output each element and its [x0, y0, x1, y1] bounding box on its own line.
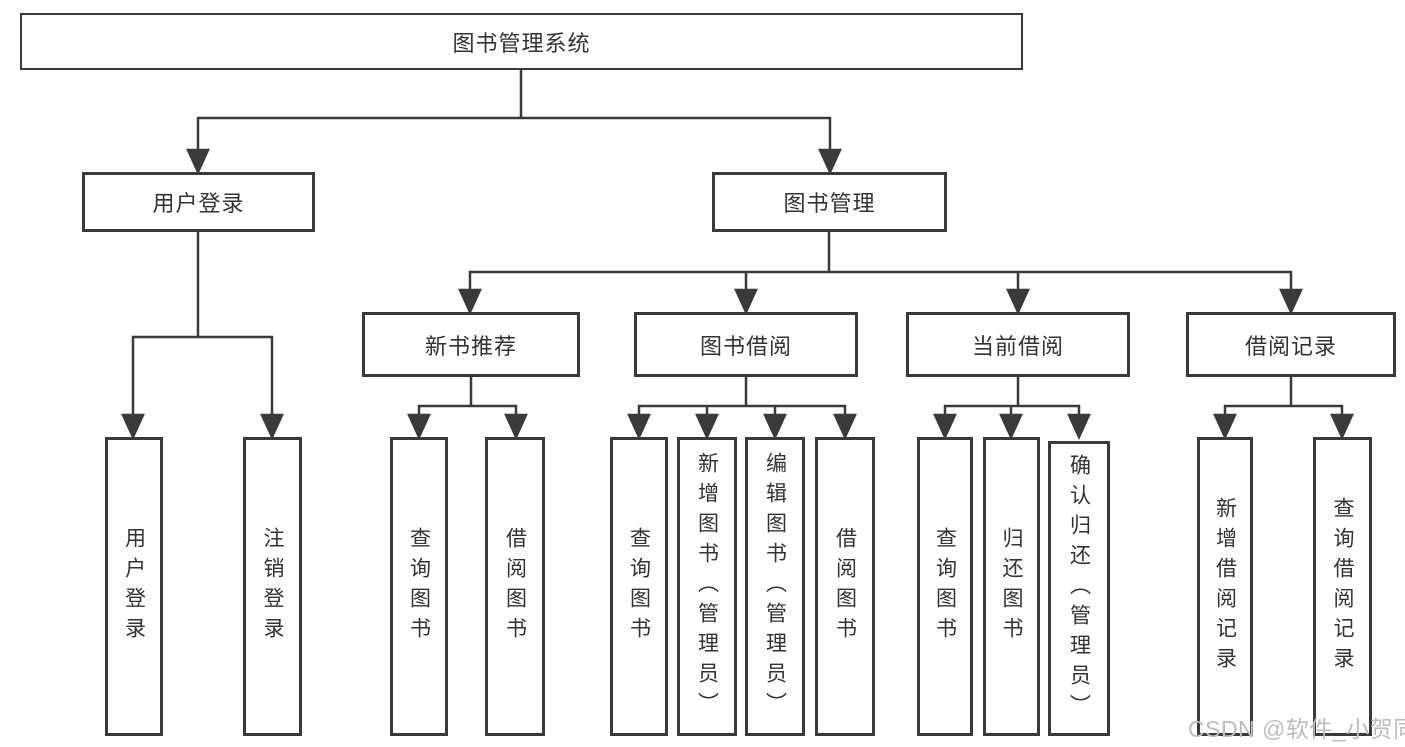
arrowhead: [933, 413, 957, 441]
node-label: 借阅记录: [1244, 333, 1337, 359]
node-label: 当前借阅: [971, 333, 1064, 359]
node-library-management-system: 图书管理系统: [20, 13, 1023, 70]
leaf-label: 查询图书: [627, 526, 651, 647]
node-book-management: 图书管理: [712, 172, 947, 232]
leaf-label: 查询图书: [933, 526, 957, 647]
arrowhead: [1006, 288, 1030, 316]
node-label: 图书管理: [783, 191, 876, 216]
leaf-add-books-admin: 新增图书（管理员）: [677, 437, 737, 736]
connector-newbooks-to-leaves: [407, 377, 528, 441]
leaf-label: 借阅图书: [833, 526, 857, 647]
leaf-label: 查询图书: [407, 526, 431, 647]
leaf-label: 借阅图书: [503, 526, 527, 647]
arrowhead: [833, 413, 857, 441]
connector-current-to-leaves: [933, 377, 1091, 441]
leaf-logout: 注销登录: [243, 437, 302, 736]
connector-records-to-leaves: [1213, 377, 1354, 441]
connector-root-to-level2: [186, 70, 842, 176]
arrowhead: [818, 148, 842, 176]
node-new-book-recommendation: 新书推荐: [362, 312, 580, 377]
arrowhead: [1213, 413, 1237, 441]
arrowhead: [260, 413, 284, 441]
leaf-edit-books-admin: 编辑图书（管理员）: [745, 437, 805, 736]
node-label: 新书推荐: [424, 333, 517, 359]
connector-bookmgmt-to-level3: [458, 232, 1303, 316]
arrowhead: [1279, 288, 1303, 316]
leaf-query-books-recommend: 查询图书: [390, 437, 448, 736]
arrowhead: [407, 413, 431, 441]
node-current-borrowing: 当前借阅: [906, 312, 1130, 377]
arrowhead: [458, 288, 482, 316]
leaf-borrow-books: 借阅图书: [815, 437, 875, 736]
node-user-login: 用户登录: [82, 172, 315, 232]
arrowhead: [695, 413, 719, 441]
arrowhead: [627, 413, 651, 441]
leaf-query-books-borrowing: 查询图书: [610, 437, 668, 736]
arrowhead: [186, 148, 210, 176]
leaf-label: 归还图书: [1000, 526, 1023, 647]
connector-userlogin-to-leaves: [121, 232, 284, 441]
node-book-borrowing: 图书借阅: [634, 312, 858, 377]
leaf-label: 确认归还（管理员）: [1067, 453, 1091, 724]
leaf-label: 注销登录: [261, 526, 284, 647]
connector-borrowing-to-leaves: [627, 377, 857, 441]
arrowhead: [1067, 413, 1091, 441]
leaf-label: 新增借阅记录: [1213, 496, 1237, 677]
leaf-label: 编辑图书（管理员）: [763, 451, 787, 722]
leaf-user-login: 用户登录: [105, 437, 163, 736]
leaf-query-books-current: 查询图书: [917, 437, 973, 736]
node-borrowing-records: 借阅记录: [1186, 312, 1396, 377]
leaf-borrow-books-recommend: 借阅图书: [485, 437, 545, 736]
arrowhead: [504, 413, 528, 441]
leaf-label: 新增图书（管理员）: [695, 451, 719, 722]
arrowhead: [121, 413, 145, 441]
node-label: 用户登录: [152, 191, 245, 216]
node-label: 图书管理系统: [452, 30, 591, 56]
leaf-label: 查询借阅记录: [1331, 496, 1354, 677]
csdn-watermark: CSDN @软件_小贺同学: [1188, 716, 1405, 742]
arrowhead: [763, 413, 787, 441]
leaf-confirm-return-admin: 确认归还（管理员）: [1048, 441, 1110, 736]
leaf-return-books: 归还图书: [983, 437, 1040, 736]
arrowhead: [1330, 413, 1354, 441]
arrowhead: [734, 288, 758, 316]
arrowhead: [999, 413, 1023, 441]
node-label: 图书借阅: [699, 333, 792, 359]
leaf-add-borrow-record: 新增借阅记录: [1197, 437, 1253, 736]
leaf-label: 用户登录: [122, 526, 146, 647]
leaf-query-borrow-record: 查询借阅记录: [1313, 437, 1372, 736]
